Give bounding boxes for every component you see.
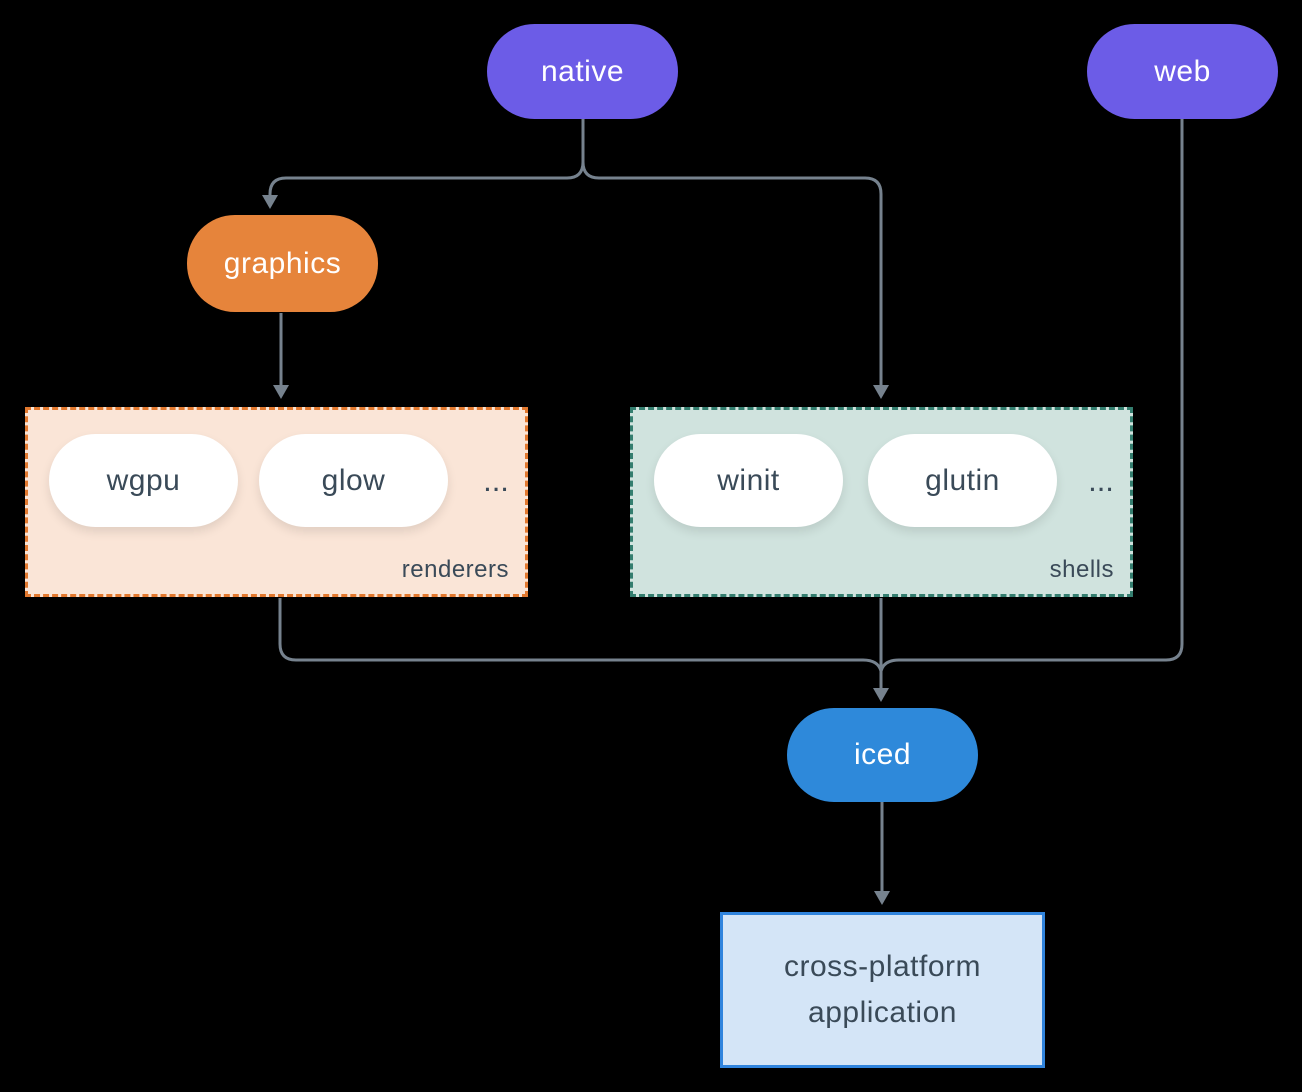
arrowhead-shells — [873, 385, 889, 399]
renderers-ellipsis: ... — [483, 462, 509, 498]
edge-renderers-iced — [278, 598, 883, 672]
arrowhead-renderers — [273, 385, 289, 399]
node-winit: winit — [654, 434, 843, 527]
node-graphics: graphics — [187, 215, 378, 312]
arrowhead-graphics — [262, 195, 278, 209]
node-cross-platform-application: cross-platform application — [720, 912, 1045, 1068]
app-label-line1: cross-platform — [783, 950, 982, 983]
app-label-line2: application — [808, 996, 957, 1029]
group-shells: winit glutin ... shells — [630, 407, 1133, 597]
shells-label: shells — [1049, 556, 1114, 583]
edge-native-shells — [581, 119, 883, 386]
group-renderers: wgpu glow ... renderers — [25, 407, 528, 597]
arrowhead-iced — [873, 688, 889, 702]
node-native: native — [487, 24, 678, 119]
node-web: web — [1087, 24, 1278, 119]
edge-native-graphics — [268, 119, 585, 196]
node-iced: iced — [787, 708, 978, 802]
node-glutin: glutin — [868, 434, 1057, 527]
renderers-label: renderers — [401, 556, 509, 583]
node-glow: glow — [259, 434, 448, 527]
arrowhead-app — [874, 891, 890, 905]
shells-ellipsis: ... — [1088, 462, 1114, 498]
node-wgpu: wgpu — [49, 434, 238, 527]
